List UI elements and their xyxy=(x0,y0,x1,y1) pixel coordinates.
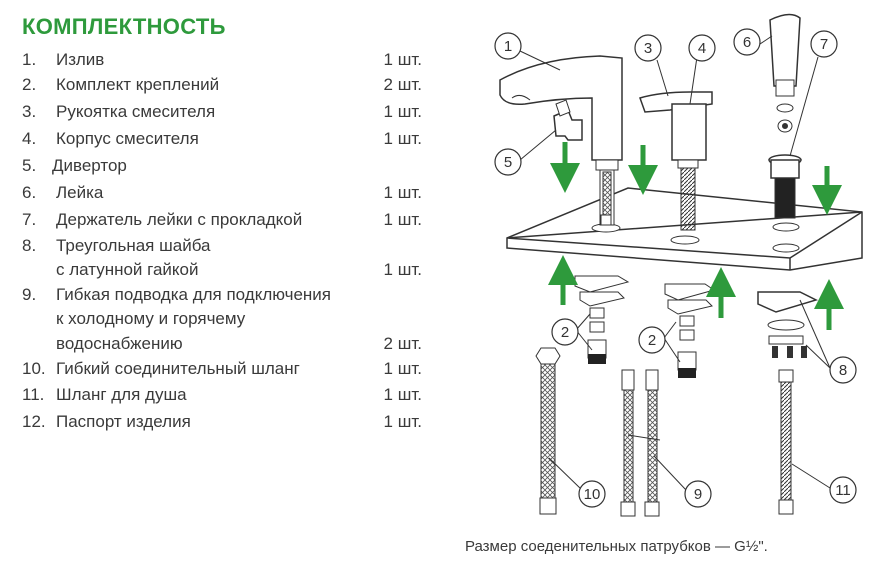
list-item: 1. Излив 1 шт. xyxy=(22,48,432,73)
item-quantity: 1 шт. xyxy=(383,260,422,279)
list-item: 10. Гибкий соединительный шланг 1 шт. xyxy=(22,357,432,383)
callout-number: 11 xyxy=(835,482,851,499)
supply-line-part xyxy=(620,369,660,517)
list-item: 9. Гибкая подводка для подключения к хол… xyxy=(22,283,432,357)
mixer-body-part xyxy=(639,91,713,231)
callout-3: 3 xyxy=(634,34,662,62)
item-quantity: 1 шт. xyxy=(383,384,422,404)
mounting-kit-part xyxy=(664,283,716,378)
callout-2: 2 xyxy=(551,318,579,346)
callout-2: 2 xyxy=(638,326,666,354)
callout-number: 4 xyxy=(698,40,706,57)
callout-8: 8 xyxy=(829,356,857,384)
callout-number: 8 xyxy=(839,362,847,379)
callout-number: 6 xyxy=(743,34,751,51)
item-quantity: 1 шт. xyxy=(383,50,422,69)
callout-1: 1 xyxy=(494,32,522,60)
mounting-kit-part xyxy=(574,275,630,364)
callout-number: 9 xyxy=(694,486,702,503)
connector-size-caption: Размер соеденительных патрубков — G½". xyxy=(465,538,768,555)
list-item: 12. Паспорт изделия 1 шт. xyxy=(22,410,432,437)
triangle-washer-part xyxy=(757,291,819,358)
item-label: Шланг для душа xyxy=(56,384,187,404)
item-number: 4. xyxy=(22,128,37,148)
item-label: Рукоятка смесителя xyxy=(56,101,216,121)
item-number: 7. xyxy=(22,209,37,229)
item-number: 12. xyxy=(22,411,46,431)
leader-lines xyxy=(519,35,831,491)
item-label: Лейка xyxy=(56,182,104,202)
page-title: КОМПЛЕКТНОСТЬ xyxy=(22,14,226,39)
list-item: 6. Лейка 1 шт. xyxy=(22,181,432,208)
list-item: 5. Дивертор xyxy=(22,154,432,181)
shower-hose-part xyxy=(778,369,794,515)
item-quantity: 2 шт. xyxy=(383,74,422,94)
item-label: Излив xyxy=(56,50,105,69)
callout-7: 7 xyxy=(810,30,838,58)
list-item: 2. Комплект креплений 2 шт. xyxy=(22,73,432,100)
item-number: 10. xyxy=(22,358,46,378)
item-label: Держатель лейки с прокладкой xyxy=(56,209,303,229)
item-label: Гибкая подводка для подключения xyxy=(56,284,332,304)
item-label: с латунной гайкой xyxy=(56,260,199,279)
callout-number: 10 xyxy=(584,486,601,503)
spout-part xyxy=(499,55,623,226)
item-label: Дивертор xyxy=(52,155,127,175)
callout-number: 7 xyxy=(820,36,828,53)
item-label: Комплект креплений xyxy=(56,74,220,94)
item-label: Треугольная шайба xyxy=(56,235,211,255)
item-number: 8. xyxy=(22,235,37,255)
item-quantity: 1 шт. xyxy=(383,128,422,148)
item-number: 6. xyxy=(22,182,37,202)
item-number: 1. xyxy=(22,50,37,69)
item-quantity: 1 шт. xyxy=(383,209,422,229)
connecting-hose-part xyxy=(535,347,561,515)
list-item: 4. Корпус смесителя 1 шт. xyxy=(22,127,432,154)
list-item: 7. Держатель лейки с прокладкой 1 шт. xyxy=(22,208,432,234)
item-label: Паспорт изделия xyxy=(56,411,191,431)
item-number: 2. xyxy=(22,74,37,94)
item-quantity: 1 шт. xyxy=(383,358,422,378)
item-quantity: 1 шт. xyxy=(383,411,422,431)
callout-number: 2 xyxy=(561,324,569,341)
contents-list: 1. Излив 1 шт. 2. Комплект креплений 2 ш… xyxy=(22,48,432,437)
item-quantity: 1 шт. xyxy=(383,101,422,121)
callout-5: 5 xyxy=(494,148,522,176)
item-number: 11. xyxy=(22,384,45,404)
shower-head-part xyxy=(769,13,801,133)
item-label: водоснабжению xyxy=(56,333,183,353)
list-item: 8. Треугольная шайба с латунной гайкой 1… xyxy=(22,234,432,283)
callout-9: 9 xyxy=(684,480,712,508)
callout-4: 4 xyxy=(688,34,716,62)
callout-number: 1 xyxy=(504,38,512,55)
callout-number: 3 xyxy=(644,40,652,57)
item-number: 3. xyxy=(22,101,37,121)
callout-11: 11 xyxy=(829,476,857,504)
item-number: 5. xyxy=(22,155,37,175)
item-label: к холодному и горячему xyxy=(56,309,246,328)
item-label: Корпус смесителя xyxy=(56,128,199,148)
list-item: 3. Рукоятка смесителя 1 шт. xyxy=(22,100,432,127)
diverter-part xyxy=(553,99,583,141)
shower-holder-part xyxy=(768,154,802,219)
callout-6: 6 xyxy=(733,28,761,56)
item-quantity: 2 шт. xyxy=(383,333,422,353)
item-number: 9. xyxy=(22,284,37,304)
callout-10: 10 xyxy=(578,480,606,508)
callout-number: 5 xyxy=(504,154,512,171)
list-item: 11. Шланг для душа 1 шт. xyxy=(22,383,432,410)
callout-number: 2 xyxy=(648,332,656,349)
item-label: Гибкий соединительный шланг xyxy=(56,358,300,378)
item-quantity: 1 шт. xyxy=(383,182,422,202)
